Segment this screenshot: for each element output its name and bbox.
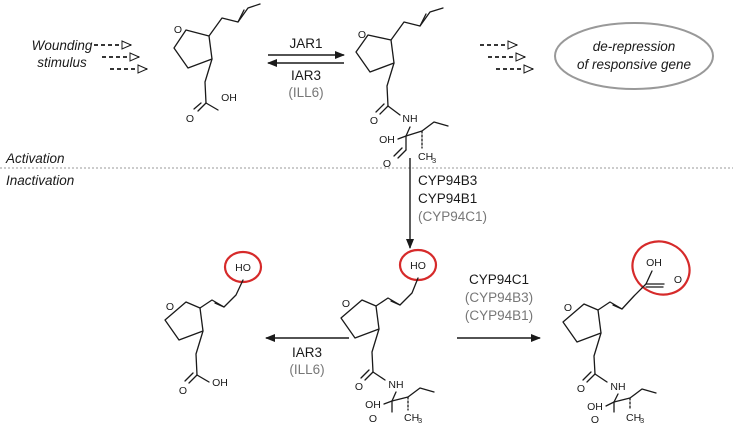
label-cyp94b1-minor: (CYP94B1) <box>465 308 533 323</box>
svg-text:O: O <box>370 115 378 127</box>
svg-text:OH: OH <box>221 92 237 104</box>
carboxy-ja-ile-structure: OH O O O NH OH O CH 3 <box>562 240 691 424</box>
svg-text:O: O <box>174 24 182 36</box>
hydroxy-ja-ile-structure: HO O O NH OH O CH 3 <box>340 248 438 424</box>
svg-text:O: O <box>355 381 363 393</box>
label-iar3-bottom: IAR3 <box>292 345 322 360</box>
label-cyp94b3-minor: (CYP94B3) <box>465 290 533 305</box>
label-inactivation: Inactivation <box>6 173 74 188</box>
svg-text:O: O <box>186 113 194 125</box>
carboxyl-highlight-right <box>631 240 691 296</box>
svg-text:OH: OH <box>587 401 603 413</box>
svg-text:OH: OH <box>212 377 228 389</box>
label-cyp94b3: CYP94B3 <box>418 173 477 188</box>
label-cyp94c1: CYP94C1 <box>469 272 529 287</box>
svg-text:CH: CH <box>626 412 641 424</box>
label-cyp94c1-minor: (CYP94C1) <box>418 209 487 224</box>
svg-text:HO: HO <box>410 260 426 272</box>
svg-text:3: 3 <box>640 416 644 424</box>
label-ill6-top: (ILL6) <box>288 85 323 100</box>
hydroxy-ja-structure: HO O O OH <box>164 250 263 397</box>
svg-text:O: O <box>179 385 187 397</box>
svg-text:3: 3 <box>432 156 436 165</box>
svg-text:HO: HO <box>235 262 251 274</box>
ja-ile-structure: O O NH OH O CH 3 <box>355 7 449 170</box>
label-ill6-bottom: (ILL6) <box>289 362 324 377</box>
svg-text:CH: CH <box>418 151 433 163</box>
label-iar3-top: IAR3 <box>291 68 321 83</box>
hydroxyl-highlight-left <box>223 250 263 284</box>
svg-text:CH: CH <box>404 412 419 424</box>
label-jar1: JAR1 <box>289 36 322 51</box>
svg-text:NH: NH <box>402 113 417 125</box>
svg-text:O: O <box>674 274 682 286</box>
svg-text:O: O <box>383 158 391 170</box>
label-cyp94b1: CYP94B1 <box>418 191 477 206</box>
hydroxyl-highlight-middle <box>398 248 438 282</box>
response-line1: de-repression <box>593 39 676 54</box>
jasmonic-acid-structure: O O OH <box>173 3 261 125</box>
stimulus-line2: stimulus <box>37 55 87 70</box>
svg-text:O: O <box>358 29 366 41</box>
svg-text:O: O <box>591 414 599 424</box>
svg-text:NH: NH <box>610 381 625 393</box>
response-arrows <box>480 45 533 69</box>
svg-text:O: O <box>342 298 350 310</box>
svg-text:O: O <box>564 302 572 314</box>
svg-text:OH: OH <box>365 399 381 411</box>
svg-text:O: O <box>369 413 377 424</box>
svg-text:3: 3 <box>418 416 422 424</box>
svg-text:O: O <box>166 301 174 313</box>
stimulus-arrows <box>94 45 147 69</box>
stimulus-line1: Wounding <box>32 38 93 53</box>
svg-text:O: O <box>577 383 585 395</box>
response-ellipse <box>554 22 714 90</box>
svg-text:NH: NH <box>388 379 403 391</box>
response-line2: of responsive gene <box>577 57 691 72</box>
label-activation: Activation <box>5 151 65 166</box>
conjugation-arrows <box>267 51 345 67</box>
svg-text:OH: OH <box>379 134 395 146</box>
svg-text:OH: OH <box>646 257 662 269</box>
